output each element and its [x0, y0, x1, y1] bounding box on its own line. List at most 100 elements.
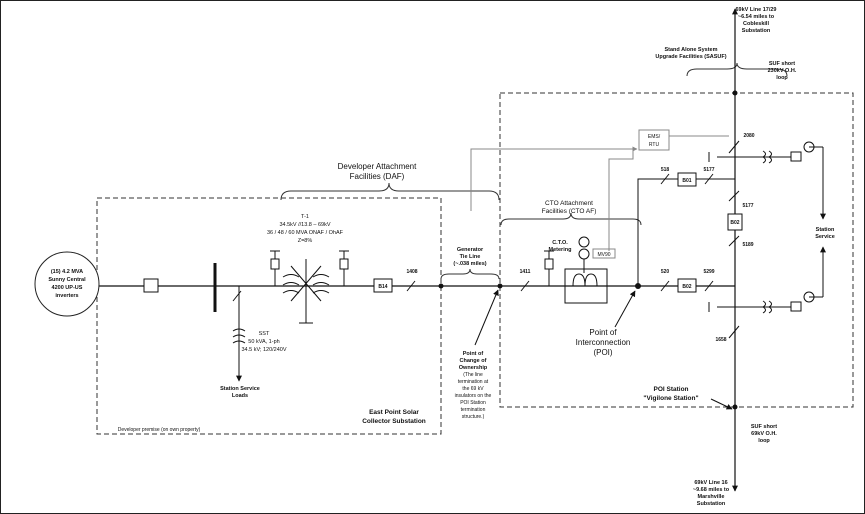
cto-metering-box — [564, 268, 608, 304]
daf-brace — [280, 182, 500, 201]
poi-station-label-1: POI Station — [653, 386, 688, 393]
premise-label: Developer premise (on own property) — [118, 427, 201, 433]
gentie-brace — [440, 268, 500, 280]
breaker-b02 — [677, 278, 697, 293]
upper-right-equipment — [708, 141, 826, 220]
label-b01: B01 — [682, 178, 691, 184]
t1-impedance: Z=8% — [298, 238, 313, 244]
poi-pointer — [614, 290, 636, 328]
transformer-t1 — [282, 259, 330, 324]
node-bottom — [732, 404, 738, 410]
station-service-label-1: Station — [816, 227, 835, 233]
coo-label-8: POI Station — [460, 400, 486, 406]
coo-label-6: the 69 kV — [462, 386, 484, 392]
breaker-1 — [143, 278, 159, 293]
upper-branch — [637, 178, 735, 286]
sasuf-label-1: Stand Alone System — [665, 47, 718, 53]
coo-label-3: Ownership — [459, 365, 488, 371]
mv90-label: MV90 — [597, 252, 610, 258]
suf-bottom-label-3: loop — [758, 438, 770, 444]
sst-name: SST — [259, 331, 270, 337]
coo-label-7: insulators on the — [455, 393, 492, 399]
sasuf-brace — [686, 62, 788, 77]
t1-name: T-1 — [301, 214, 309, 220]
poi-station-boundary — [499, 92, 854, 408]
arrester-cto — [544, 250, 554, 286]
coo-label-1: Point of — [463, 351, 484, 357]
station-loads-label-2: Loads — [232, 393, 248, 399]
coo-label-2: Change of — [460, 358, 487, 364]
node-change-of-ownership — [497, 283, 503, 289]
breaker-b14 — [373, 278, 393, 293]
label-2080: 2080 — [743, 133, 754, 139]
switch-2080 — [728, 140, 740, 154]
coo-label-5: termination at — [458, 379, 489, 385]
ems-label-2: RTU — [649, 142, 660, 148]
ctoaf-label-1: CTO Attachment — [545, 200, 593, 207]
suf-top-label-1: SUF short — [769, 61, 795, 67]
bottom-line-label-1: 69kV Line 16 — [694, 480, 727, 486]
sasuf-label-2: Upgrade Facilities (SASUF) — [655, 54, 726, 60]
inverters-label-3: 4200 UP-US — [52, 285, 83, 291]
label-520: 520 — [661, 269, 670, 275]
switch-1408 — [406, 280, 416, 292]
top-line-label-2: ~6.54 miles to — [738, 14, 775, 20]
label-5177-v: 5177 — [742, 203, 753, 209]
station-service-label-2: Service — [815, 234, 835, 240]
cto-metering-label-2: Metering — [549, 247, 572, 253]
label-b02-v: B02 — [730, 220, 739, 226]
coo-label-9: termination — [461, 407, 486, 413]
mv90-box — [592, 248, 616, 259]
arrester-right — [339, 250, 349, 286]
inverters-circle — [34, 251, 100, 317]
gen-tie-label-1: Generator — [457, 247, 484, 253]
station-loads-label-1: Station Service — [220, 386, 260, 392]
switch-5177-horizontal — [704, 173, 714, 185]
poi-label-2: Interconnection — [576, 338, 631, 347]
inverters-label-2: Sunny Central — [48, 277, 86, 283]
coo-pointer — [474, 289, 499, 346]
sst-rating-2: 34.5 kV; 120/240V — [241, 347, 286, 353]
ems-label-1: EMS/ — [648, 134, 661, 140]
poi-label-3: (POI) — [593, 348, 612, 357]
label-b14: B14 — [378, 284, 387, 290]
ems-link-daf — [470, 146, 638, 211]
bottom-line-label-2: ~9.68 miles to — [693, 487, 730, 493]
ctoaf-brace — [500, 212, 642, 226]
switch-5177-vertical — [728, 190, 740, 202]
breaker-b02-vertical — [727, 213, 743, 231]
label-1658: 1658 — [715, 337, 726, 343]
label-1411: 1411 — [520, 269, 531, 275]
daf-label-1: Developer Attachment — [338, 162, 417, 171]
top-line-label-1: 69kV Line 17/29 — [736, 7, 777, 13]
bottom-line-label-4: Substation — [697, 501, 726, 507]
label-5177-h: 5177 — [703, 167, 714, 173]
sst-switch — [232, 290, 242, 302]
t1-rating-1: 34.5kV //13.8 – 69kV — [279, 222, 330, 228]
daf-label-2: Facilities (DAF) — [350, 172, 405, 181]
top-line-label-4: Substation — [742, 28, 771, 34]
gen-tie-label-3: (~.038 miles) — [453, 261, 486, 267]
east-point-label-2: Collector Substation — [362, 418, 426, 425]
label-b02: B02 — [682, 284, 691, 290]
label-5299: 5299 — [703, 269, 714, 275]
breaker-b01 — [677, 172, 697, 187]
sst-rating-1: 50 kVA, 1-ph — [248, 339, 279, 345]
ems-link-cto — [608, 151, 634, 251]
node-daf-edge — [438, 283, 444, 289]
poi-station-label-2: "Vigilone Station" — [643, 395, 698, 402]
meter-symbol-2 — [578, 248, 590, 260]
inverters-label-4: inverters — [55, 293, 78, 299]
switch-1411 — [520, 280, 530, 292]
switch-1658 — [728, 325, 740, 339]
inverters-label-1: (15) 4.2 MVA — [51, 269, 83, 275]
poi-station-pointer — [710, 398, 733, 410]
suf-bottom-label-1: SUF short — [751, 424, 777, 430]
ems-rtu-box — [638, 129, 670, 151]
label-1408: 1408 — [406, 269, 417, 275]
meter-symbol-1 — [578, 236, 590, 248]
top-line-label-3: Cobleskill — [743, 21, 769, 27]
suf-top-label-2: 230kV O.H. — [768, 68, 797, 74]
